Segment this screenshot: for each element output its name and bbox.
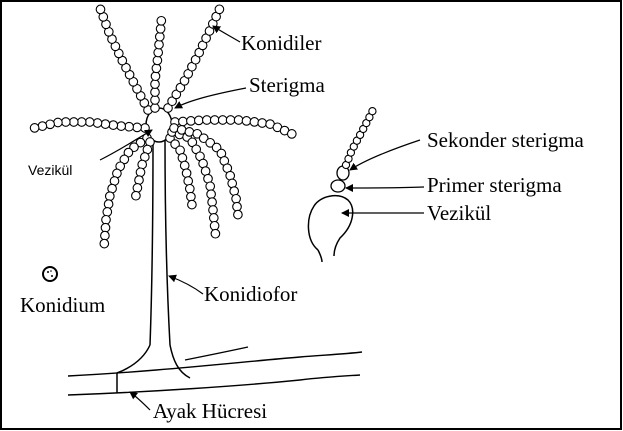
conidium-bead [151, 80, 160, 89]
conidium-bead [208, 198, 217, 207]
small-conidia-chain [342, 108, 376, 169]
conidium-bead [62, 118, 71, 127]
conidium-bead [232, 195, 241, 204]
arrow-primer-sterigma [346, 187, 424, 188]
conidium-bead [135, 176, 144, 185]
conidium-bead [188, 200, 197, 209]
conidium-bead [215, 5, 224, 14]
conidium-bead [151, 96, 160, 105]
conidium-bead [155, 40, 164, 49]
conidium-bead [96, 5, 105, 14]
conidium-bead [207, 190, 216, 199]
conidium-bead [101, 223, 110, 232]
conidium-bead [210, 116, 219, 125]
conidium-bead [103, 208, 112, 217]
conidium-bead [187, 117, 196, 126]
chain-up-right [164, 5, 224, 112]
conidium-bead [203, 116, 212, 125]
conidium-bead [211, 229, 220, 238]
chain-left [30, 118, 149, 133]
label-vezikul: Vezikül [427, 201, 491, 225]
conidium-bead [136, 168, 145, 177]
hypha-lines [68, 347, 362, 395]
conidium-bead [70, 118, 79, 127]
conidium-bead [101, 231, 110, 240]
foot-cell [117, 345, 190, 393]
conidium-bead [133, 123, 142, 132]
conidium-bead [234, 116, 243, 125]
label-vezikul-small: Vezikül [28, 162, 72, 178]
conidium-bead [93, 119, 102, 128]
conidium-bead [195, 116, 204, 125]
conidium-bead [242, 117, 251, 126]
conidiophore [150, 140, 170, 345]
conidium-bead [117, 122, 126, 131]
conidium-bead [125, 122, 134, 131]
label-ayak-hucresi: Ayak Hücresi [153, 399, 267, 423]
conidium-bead [233, 202, 242, 211]
label-konidiler: Konidiler [241, 31, 321, 55]
conidium-bead [38, 122, 47, 131]
conidium-bead [156, 32, 165, 41]
label-konidium: Konidium [20, 293, 105, 317]
conidium-bead [132, 191, 141, 200]
conidium-bead [206, 182, 215, 191]
chain-up-left [96, 5, 152, 114]
label-konidiofor: Konidiofor [204, 282, 297, 306]
conidium-bead [151, 104, 160, 113]
chain-up-center [151, 17, 166, 113]
conidium-bead [104, 200, 113, 209]
conidium-bead [218, 116, 227, 125]
conidium-bead [54, 118, 63, 127]
conidium-bead [186, 185, 195, 194]
conidium-bead [184, 177, 193, 186]
small-vesicle-structure [308, 196, 352, 262]
conidium-bead [288, 130, 297, 139]
conidium-bead [250, 118, 259, 127]
label-primer-sterigma: Primer sterigma [427, 173, 562, 197]
conidium-bead [154, 48, 163, 57]
conidium-bead [141, 124, 150, 133]
conidium-bead [234, 210, 243, 219]
conidium-bead [226, 116, 235, 125]
arrow-konidiofor [169, 276, 203, 294]
primer-sterigma-cell [331, 180, 345, 192]
conidium-bead [185, 128, 194, 137]
conidium-bead [157, 17, 166, 26]
conidium-bead [153, 56, 162, 65]
conidium-bead [210, 214, 219, 223]
label-sterigma: Sterigma [249, 73, 325, 97]
conidium-bead [151, 88, 160, 97]
conidium-bead [106, 192, 115, 201]
conidium-bead [138, 160, 147, 169]
conidium-bead [258, 119, 267, 128]
label-sekonder-sterigma: Sekonder sterigma [427, 128, 585, 152]
conidium-bead [109, 121, 118, 130]
conidium-bead [182, 169, 191, 178]
arrow-ayak-hucresi [130, 392, 150, 410]
chain-small-right [342, 108, 376, 169]
conidium-cell [43, 267, 57, 281]
conidium-bead [151, 72, 160, 81]
conidium-bead [101, 120, 110, 129]
conidium-bead [30, 124, 39, 133]
conidium-bead [102, 216, 111, 225]
conidium-bead [209, 206, 218, 215]
conidium-bead [77, 118, 86, 127]
conidium-bead [369, 108, 376, 115]
conidium-bead [100, 239, 109, 248]
arrow-konidiler [213, 26, 240, 42]
conidium-bead [133, 184, 142, 193]
conidium-bead [85, 118, 94, 127]
arrow-sekonder-sterigma [350, 140, 420, 170]
conidium-bead [152, 64, 161, 73]
conidium-bead [179, 117, 188, 126]
conidium-bead [187, 192, 196, 201]
conidium-bead [156, 25, 165, 34]
arrow-sterigma [175, 88, 246, 108]
conidium-bead [210, 222, 219, 231]
